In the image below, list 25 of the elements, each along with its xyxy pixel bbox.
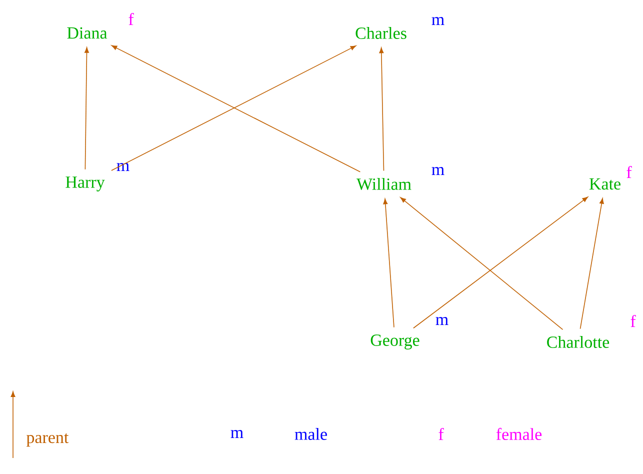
person-name: Diana — [67, 27, 108, 39]
legend-sample: m — [230, 430, 244, 438]
gender-mark: m — [432, 166, 444, 175]
legend-text: male — [294, 428, 327, 440]
gender-mark: m — [116, 162, 130, 171]
arrow — [400, 197, 564, 330]
legend-sample: f — [438, 428, 444, 440]
person-name: Charles — [356, 27, 406, 39]
arrow — [580, 198, 604, 330]
person-name: Harry — [66, 176, 105, 192]
person-name: William — [356, 178, 412, 190]
gender-mark: m — [436, 316, 448, 325]
person-name: Kate — [589, 178, 620, 190]
person-name: Charlotte — [547, 336, 610, 348]
gender-mark: m — [432, 16, 444, 25]
arrow — [379, 48, 384, 172]
arrow — [84, 47, 89, 170]
gender-mark: f — [630, 315, 636, 327]
legend-text: parent — [26, 433, 69, 447]
arrow — [383, 198, 394, 328]
arrow — [413, 196, 588, 329]
gender-mark: f — [128, 13, 134, 25]
gender-mark: f — [626, 166, 632, 178]
legend-text: female — [496, 428, 542, 440]
person-name: George — [370, 334, 420, 350]
